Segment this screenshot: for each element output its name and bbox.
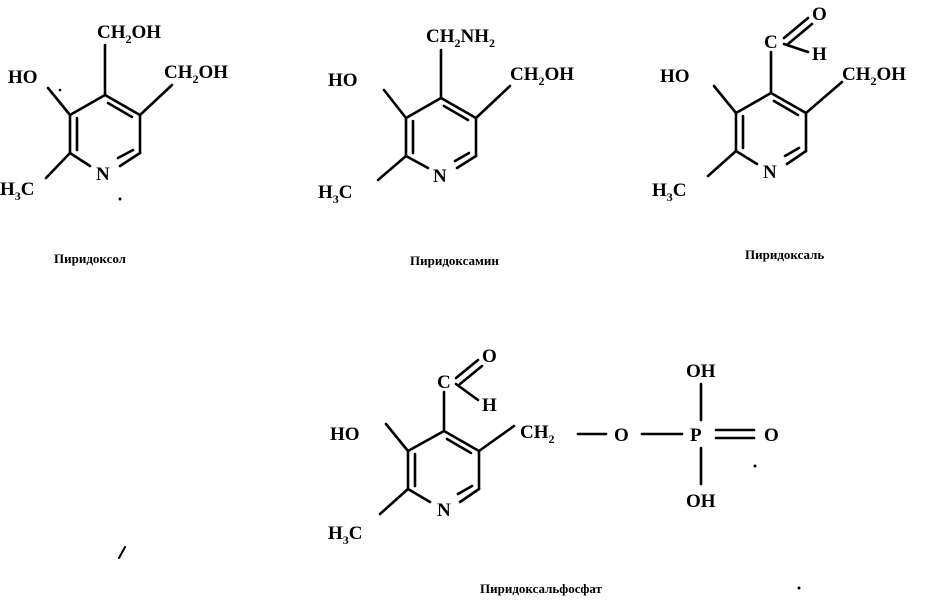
- atom-ch2oh-top: CH2OH: [97, 22, 161, 46]
- atom-o: O: [482, 346, 497, 367]
- caption-pyridoxal-phosphate: Пиридоксальфосфат: [480, 581, 603, 596]
- atom-ho: HO: [660, 66, 690, 87]
- pyridine-ring-bonds: [406, 429, 481, 504]
- pyridine-ring-bonds: [68, 93, 142, 168]
- atom-oh-bottom: OH: [686, 491, 716, 512]
- bond-c2-ch3: [376, 154, 408, 182]
- atom-ho: HO: [328, 70, 358, 91]
- atom-h3c: H3C: [652, 180, 687, 204]
- bond-c5-ch2oh: [138, 83, 174, 117]
- bond-c-o-double: [454, 358, 480, 380]
- bond-c2-ch3: [44, 151, 72, 180]
- atom-ch2nh2: CH2NH2: [426, 26, 495, 50]
- atom-n: N: [96, 164, 110, 185]
- bond-c2-ch3: [706, 149, 738, 178]
- scan-speck: [797, 586, 801, 590]
- bond-c5-ch2oh: [804, 80, 844, 115]
- scan-speck: [118, 197, 122, 201]
- atom-n: N: [433, 166, 447, 187]
- atom-o: O: [812, 4, 827, 25]
- bond-c3-ho: [46, 86, 72, 117]
- bond-c5-ch2: [477, 424, 516, 453]
- bond-c3-ho: [712, 84, 738, 115]
- atom-c: C: [764, 32, 778, 53]
- pyridoxol-structure: CH2OH CH2OH HO N H3C: [0, 22, 228, 203]
- caption-pyridoxol: Пиридоксол: [54, 251, 126, 266]
- atom-n: N: [763, 162, 777, 183]
- atom-c: C: [437, 372, 451, 393]
- bond-c-o-double: [786, 22, 814, 46]
- atom-ho: HO: [330, 424, 360, 445]
- atom-ho: HO: [8, 67, 38, 88]
- bond-c-h: [782, 42, 810, 54]
- bond-c5-ch2oh: [474, 84, 512, 120]
- atom-ch2oh-right: CH2OH: [164, 62, 228, 86]
- atom-n: N: [437, 500, 451, 521]
- scan-mark: [118, 546, 126, 559]
- pyridoxamine-structure: CH2NH2 CH2OH HO N H3C: [318, 26, 574, 206]
- bond-c3-ho: [384, 422, 410, 453]
- scan-speck: [753, 464, 757, 468]
- atom-oh-top: OH: [686, 361, 716, 382]
- caption-pyridoxal: Пиридоксаль: [745, 247, 824, 262]
- atom-h3c: H3C: [328, 523, 363, 547]
- atom-h: H: [812, 44, 827, 65]
- bond-c3-ho: [382, 88, 408, 120]
- atom-ch2: CH2: [520, 422, 555, 446]
- pyridine-ring-bonds: [734, 91, 808, 166]
- atom-ch2oh: CH2OH: [510, 64, 574, 88]
- caption-pyridoxamine: Пиридоксамин: [410, 253, 499, 268]
- atom-h: H: [482, 395, 497, 416]
- bond-c-h: [454, 382, 480, 402]
- bond-c2-ch3: [378, 487, 410, 516]
- atom-h3c: H3C: [318, 182, 353, 206]
- pyridoxal-structure: C O H CH2OH HO N H3C: [652, 4, 906, 204]
- atom-ch2oh: CH2OH: [842, 64, 906, 88]
- bond-c-o-double: [782, 16, 810, 40]
- atom-p: P: [690, 425, 702, 446]
- pyridoxal-phosphate-structure: C O H CH2 O P O OH OH HO N H3C: [328, 346, 779, 547]
- pyridine-ring-bonds: [404, 96, 478, 170]
- bond-c-o-double: [458, 364, 484, 386]
- atom-o-double: O: [764, 425, 779, 446]
- scan-speck: [58, 88, 62, 92]
- atom-h3c: H3C: [0, 179, 35, 203]
- atom-o-bridge: O: [614, 425, 629, 446]
